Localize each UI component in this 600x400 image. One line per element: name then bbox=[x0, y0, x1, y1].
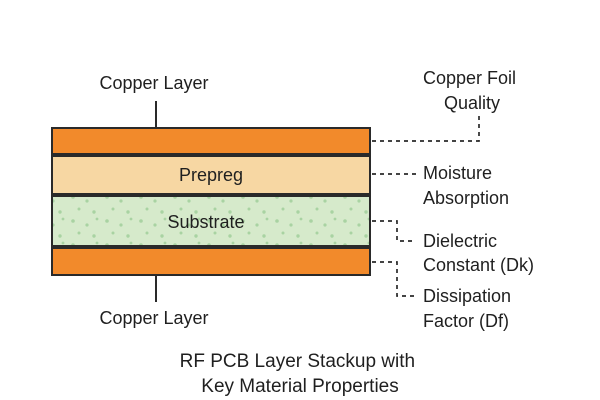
dielectric-constant-label: Dielectric Constant (Dk) bbox=[423, 231, 534, 275]
substrate-label: Substrate bbox=[167, 212, 244, 232]
copper-foil-quality-line-1: Copper Foil bbox=[423, 68, 516, 88]
dielectric-constant-leader bbox=[372, 220, 416, 242]
prepreg-label: Prepreg bbox=[179, 165, 243, 185]
copper-layer-bottom bbox=[52, 248, 370, 275]
diagram-title-line-2: Key Material Properties bbox=[201, 376, 398, 397]
dielectric-constant-line-1: Dielectric bbox=[423, 231, 497, 251]
dissipation-factor-line-1: Dissipation bbox=[423, 286, 511, 306]
copper-foil-quality-line-2: Quality bbox=[444, 93, 500, 113]
copper-layer-top-label: Copper Layer bbox=[99, 73, 208, 93]
dissipation-factor-label: Dissipation Factor (Df) bbox=[423, 286, 516, 331]
copper-layer-top bbox=[52, 128, 370, 154]
diagram-title: RF PCB Layer Stackup with Key Material P… bbox=[180, 351, 421, 397]
copper-layer-bottom-outline bbox=[51, 247, 371, 276]
prepreg-layer-outline bbox=[51, 155, 371, 195]
substrate-layer-outline bbox=[51, 195, 371, 247]
copper-layer-bottom-label: Copper Layer bbox=[99, 308, 208, 328]
layer-stack bbox=[51, 127, 371, 276]
dielectric-constant-line-2: Constant (Dk) bbox=[423, 255, 534, 275]
copper-foil-quality-leader bbox=[372, 116, 480, 142]
moisture-absorption-label: Moisture Absorption bbox=[423, 163, 509, 208]
moisture-absorption-line-1: Moisture bbox=[423, 163, 492, 183]
moisture-absorption-line-2: Absorption bbox=[423, 188, 509, 208]
copper-layer-top-outline bbox=[51, 127, 371, 155]
substrate-layer bbox=[52, 196, 370, 246]
diagram-title-line-1: RF PCB Layer Stackup with bbox=[180, 351, 415, 372]
prepreg-layer bbox=[52, 156, 370, 194]
dissipation-factor-leader bbox=[372, 261, 416, 297]
dissipation-factor-line-2: Factor (Df) bbox=[423, 311, 509, 331]
copper-foil-quality-label: Copper Foil Quality bbox=[423, 68, 521, 113]
